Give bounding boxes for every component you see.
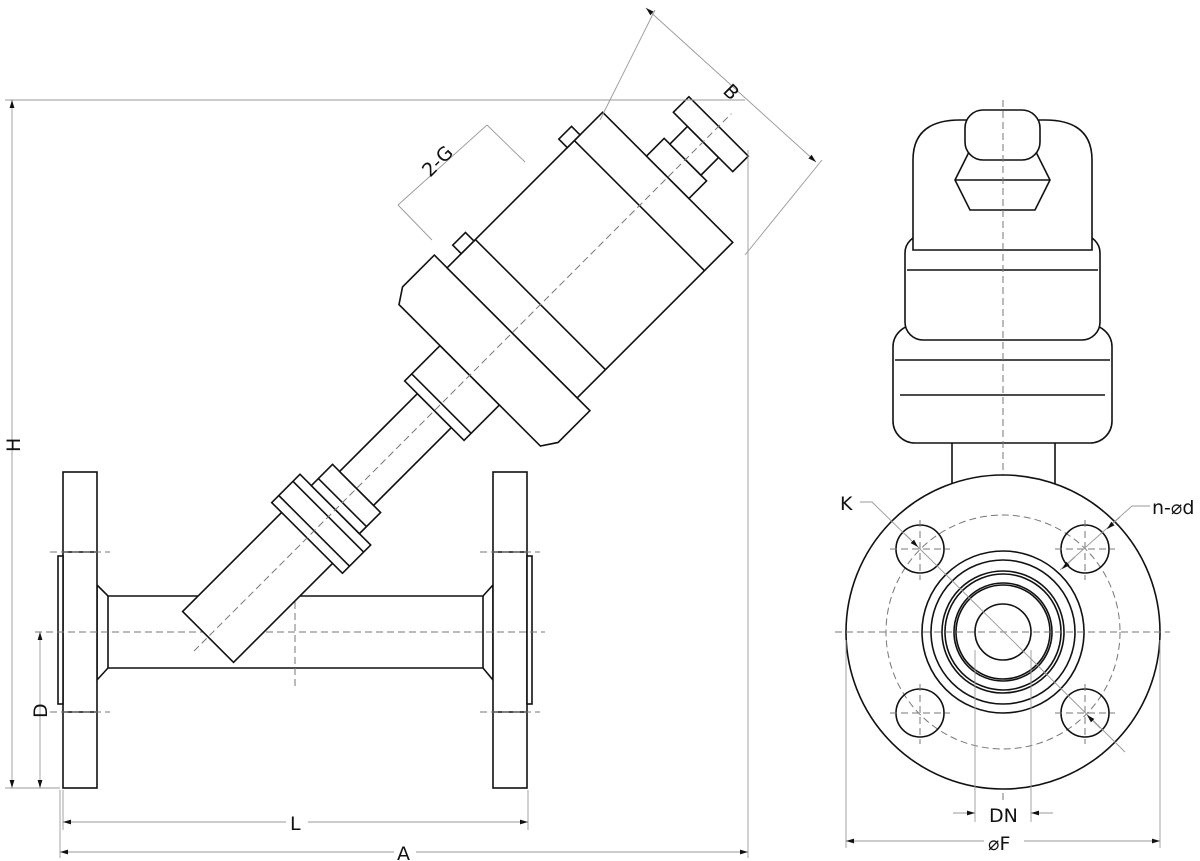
dim-label-2g: 2-G [418, 142, 458, 182]
bolt-holes [890, 520, 1115, 744]
port-2 [557, 125, 582, 149]
bore [974, 603, 1032, 661]
dim-label-d: D [30, 703, 52, 718]
dim-label-l: L [290, 813, 301, 835]
dim-label-dn: DN [989, 805, 1018, 827]
dim-label-n-d: n-⌀d [1152, 497, 1194, 519]
left-flange [62, 471, 98, 789]
front-view: K n-⌀d DN ⌀F [835, 100, 1194, 855]
dim-label-h: H [3, 438, 25, 452]
actuator-base [398, 253, 592, 447]
side-view: H D L A B 2-G [3, 7, 823, 861]
dim-label-a: A [397, 843, 410, 861]
dim-label-k: K [840, 493, 853, 515]
dim-label-f: ⌀F [988, 833, 1010, 855]
dim-label-b: B [718, 80, 743, 105]
right-flange [492, 471, 528, 789]
port-1 [451, 231, 476, 255]
actuator-assembly [181, 95, 750, 664]
